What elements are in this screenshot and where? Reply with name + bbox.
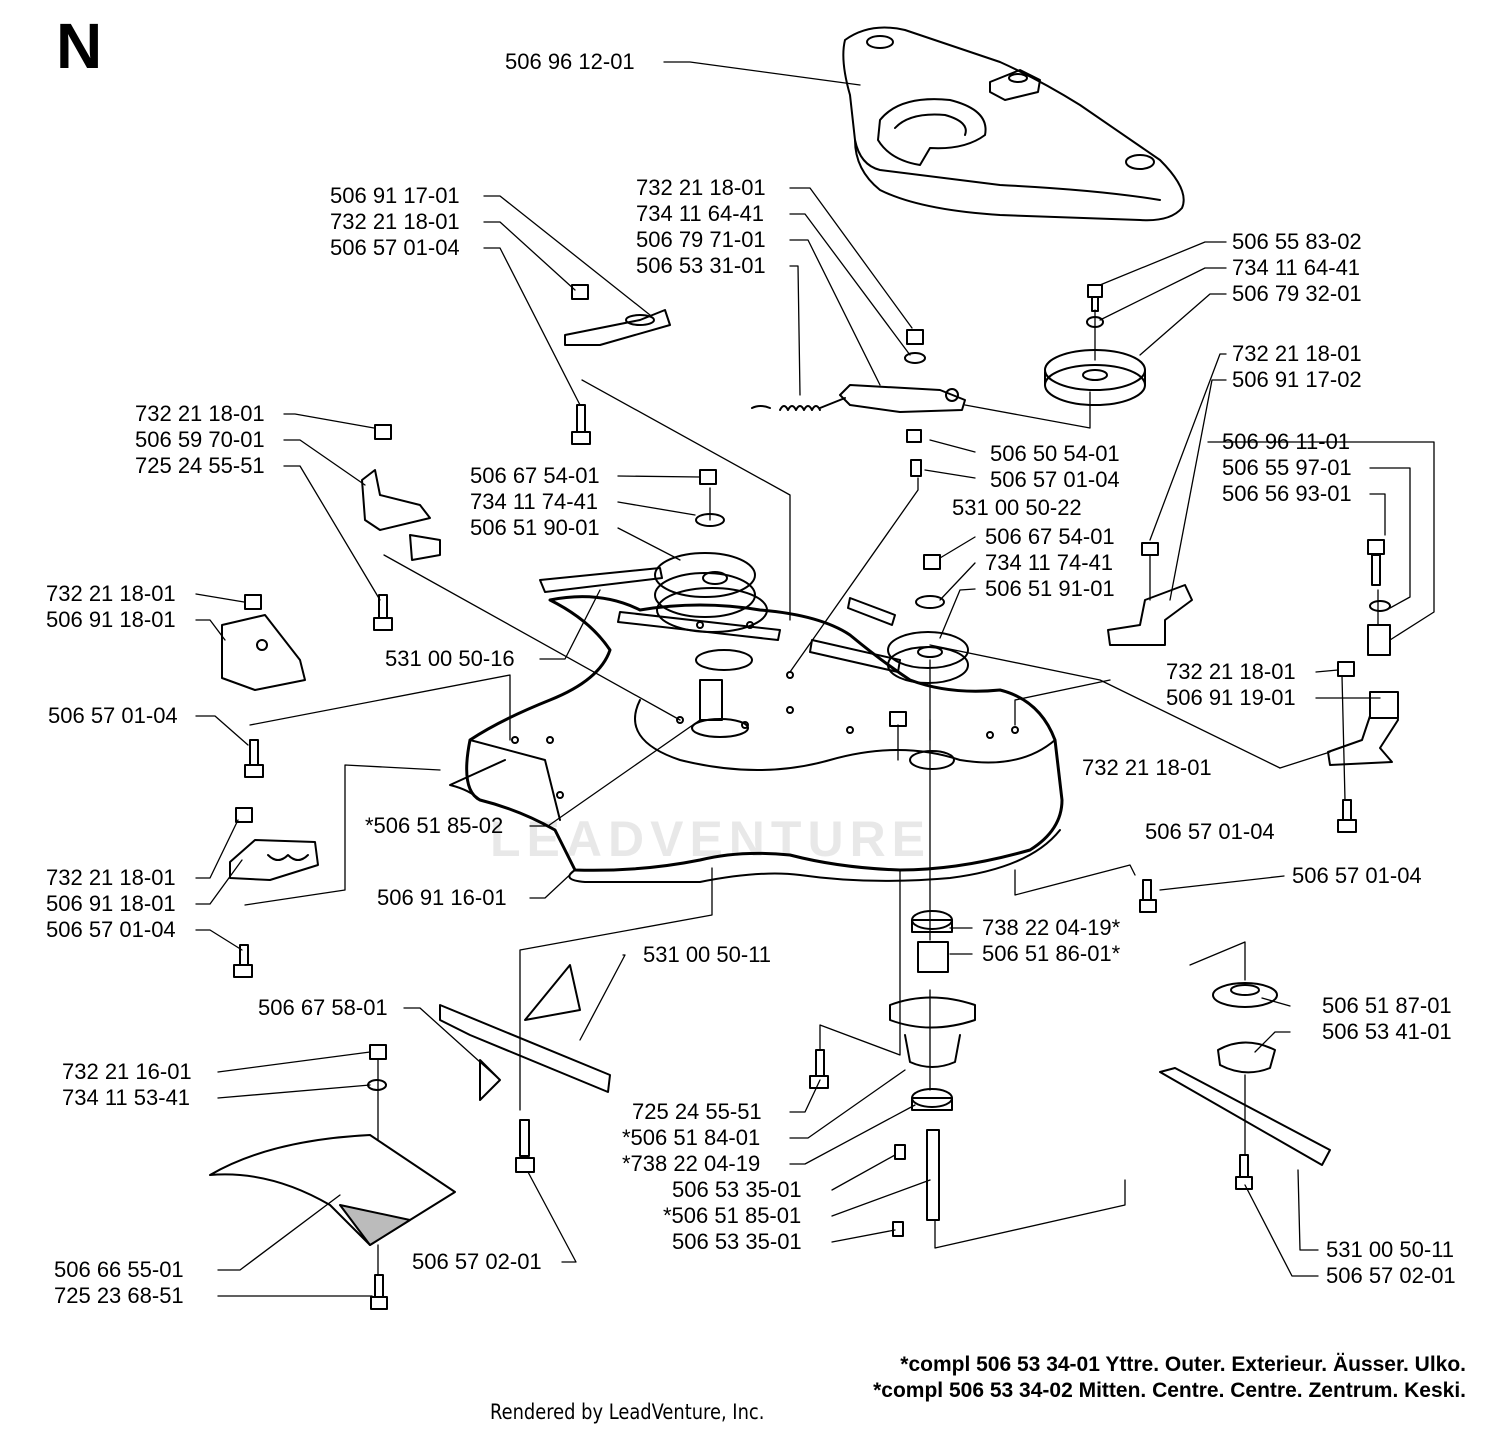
section-letter: N — [56, 10, 103, 82]
part-label: 531 00 50-22 — [952, 495, 1082, 520]
part-label: 506 51 87-01 — [1322, 993, 1452, 1018]
part-label: 531 00 50-11 — [1326, 1237, 1455, 1262]
part-label: 732 21 18-01 — [1166, 659, 1296, 684]
part-label: 506 91 16-01 — [377, 885, 507, 910]
part-label: *506 51 85-01 — [663, 1203, 802, 1228]
blade-left — [439, 964, 611, 1101]
part-label: 506 53 35-01 — [672, 1229, 802, 1254]
part-label: 725 24 55-51 — [135, 453, 265, 478]
part-label: 531 00 50-16 — [385, 646, 515, 671]
leader-lines — [195, 61, 1435, 1297]
tension-arm — [751, 384, 966, 413]
part-label: 734 11 53-41 — [62, 1085, 191, 1110]
part-label: 725 24 55-51 — [632, 1099, 762, 1124]
bracket-clip-left — [361, 469, 441, 561]
part-label: 506 53 41-01 — [1322, 1019, 1452, 1044]
part-label: 506 56 93-01 — [1222, 481, 1352, 506]
part-label: 506 50 54-01 — [990, 441, 1120, 466]
bracket-top-left — [564, 309, 671, 346]
part-label: 506 91 17-02 — [1232, 367, 1362, 392]
part-label: 506 53 35-01 — [672, 1177, 802, 1202]
part-label: 506 91 18-01 — [46, 891, 176, 916]
spindle-assembly — [889, 910, 976, 1237]
part-label: 732 21 18-01 — [636, 175, 766, 200]
part-label: 738 22 04-19* — [982, 915, 1121, 940]
part-label: 732 21 16-01 — [62, 1059, 192, 1084]
part-label: 506 51 86-01* — [982, 941, 1121, 966]
part-label: 732 21 18-01 — [1082, 755, 1212, 780]
pulley-right — [887, 631, 969, 684]
part-label: 506 67 58-01 — [258, 995, 388, 1020]
watermark: LEADVENTURE — [490, 811, 932, 867]
part-label: *506 51 84-01 — [622, 1125, 761, 1150]
part-label: 506 57 02-01 — [412, 1249, 542, 1274]
part-label: 506 57 01-04 — [990, 467, 1120, 492]
part-label: 725 23 68-51 — [54, 1283, 184, 1308]
part-label: 732 21 18-01 — [135, 401, 265, 426]
part-label: 506 57 01-04 — [48, 703, 178, 728]
part-label: 506 96 12-01 — [505, 49, 635, 74]
part-label: 506 57 01-04 — [1292, 863, 1422, 888]
small-hardware — [233, 284, 1391, 1310]
part-label: 506 91 17-01 — [330, 183, 460, 208]
part-label: 506 57 01-04 — [1145, 819, 1275, 844]
part-label: 506 55 83-02 — [1232, 229, 1362, 254]
belt-rods — [539, 567, 901, 673]
part-label: 732 21 18-01 — [330, 209, 460, 234]
part-label: 506 96 11-01 — [1222, 429, 1351, 454]
rendered-by-credit: Rendered by LeadVenture, Inc. — [490, 1400, 765, 1424]
part-label: 506 57 01-04 — [46, 917, 176, 942]
deflector — [209, 1134, 456, 1246]
part-label: 732 21 18-01 — [46, 865, 176, 890]
footnote-outer: *compl 506 53 34-01 Yttre. Outer. Exteri… — [900, 1353, 1466, 1376]
part-label: 506 53 31-01 — [636, 253, 766, 278]
part-label: 506 51 91-01 — [985, 576, 1115, 601]
footnotes: *compl 506 53 34-01 Yttre. Outer. Exteri… — [873, 1352, 1466, 1404]
part-label: *506 51 85-02 — [365, 813, 504, 838]
part-label: 506 51 90-01 — [470, 515, 600, 540]
part-label: 732 21 18-01 — [1232, 341, 1362, 366]
part-label: 506 91 19-01 — [1166, 685, 1296, 710]
part-label: 531 00 50-11 — [643, 942, 772, 967]
footnote-centre: *compl 506 53 34-02 Mitten. Centre. Cent… — [873, 1379, 1466, 1402]
part-label: 506 55 97-01 — [1222, 455, 1352, 480]
part-label: 734 11 74-41 — [985, 550, 1114, 575]
pulley-left — [654, 552, 768, 738]
part-label: 506 57 01-04 — [330, 235, 460, 260]
part-label: 506 79 32-01 — [1232, 281, 1362, 306]
part-label: 506 91 18-01 — [46, 607, 176, 632]
part-label: 734 11 74-41 — [470, 489, 599, 514]
part-label: 732 21 18-01 — [46, 581, 176, 606]
part-label: 506 66 55-01 — [54, 1257, 184, 1282]
bracket-left-upper — [221, 614, 306, 691]
pulley-top-right — [1044, 349, 1146, 406]
part-label: 506 67 54-01 — [470, 463, 600, 488]
part-label: 734 11 64-41 — [636, 201, 765, 226]
belt-cover — [842, 26, 1185, 222]
part-label: 506 67 54-01 — [985, 524, 1115, 549]
part-label: 734 11 64-41 — [1232, 255, 1361, 280]
part-label: 506 59 70-01 — [135, 427, 265, 452]
part-label: *738 22 04-19 — [622, 1151, 761, 1176]
bracket-right-upper — [1107, 584, 1193, 646]
mower-deck — [449, 595, 1064, 883]
bracket-right-lower — [1327, 691, 1399, 766]
part-label: 506 57 02-01 — [1326, 1263, 1456, 1288]
part-label: 506 79 71-01 — [636, 227, 766, 252]
bracket-left-lower — [229, 839, 319, 881]
